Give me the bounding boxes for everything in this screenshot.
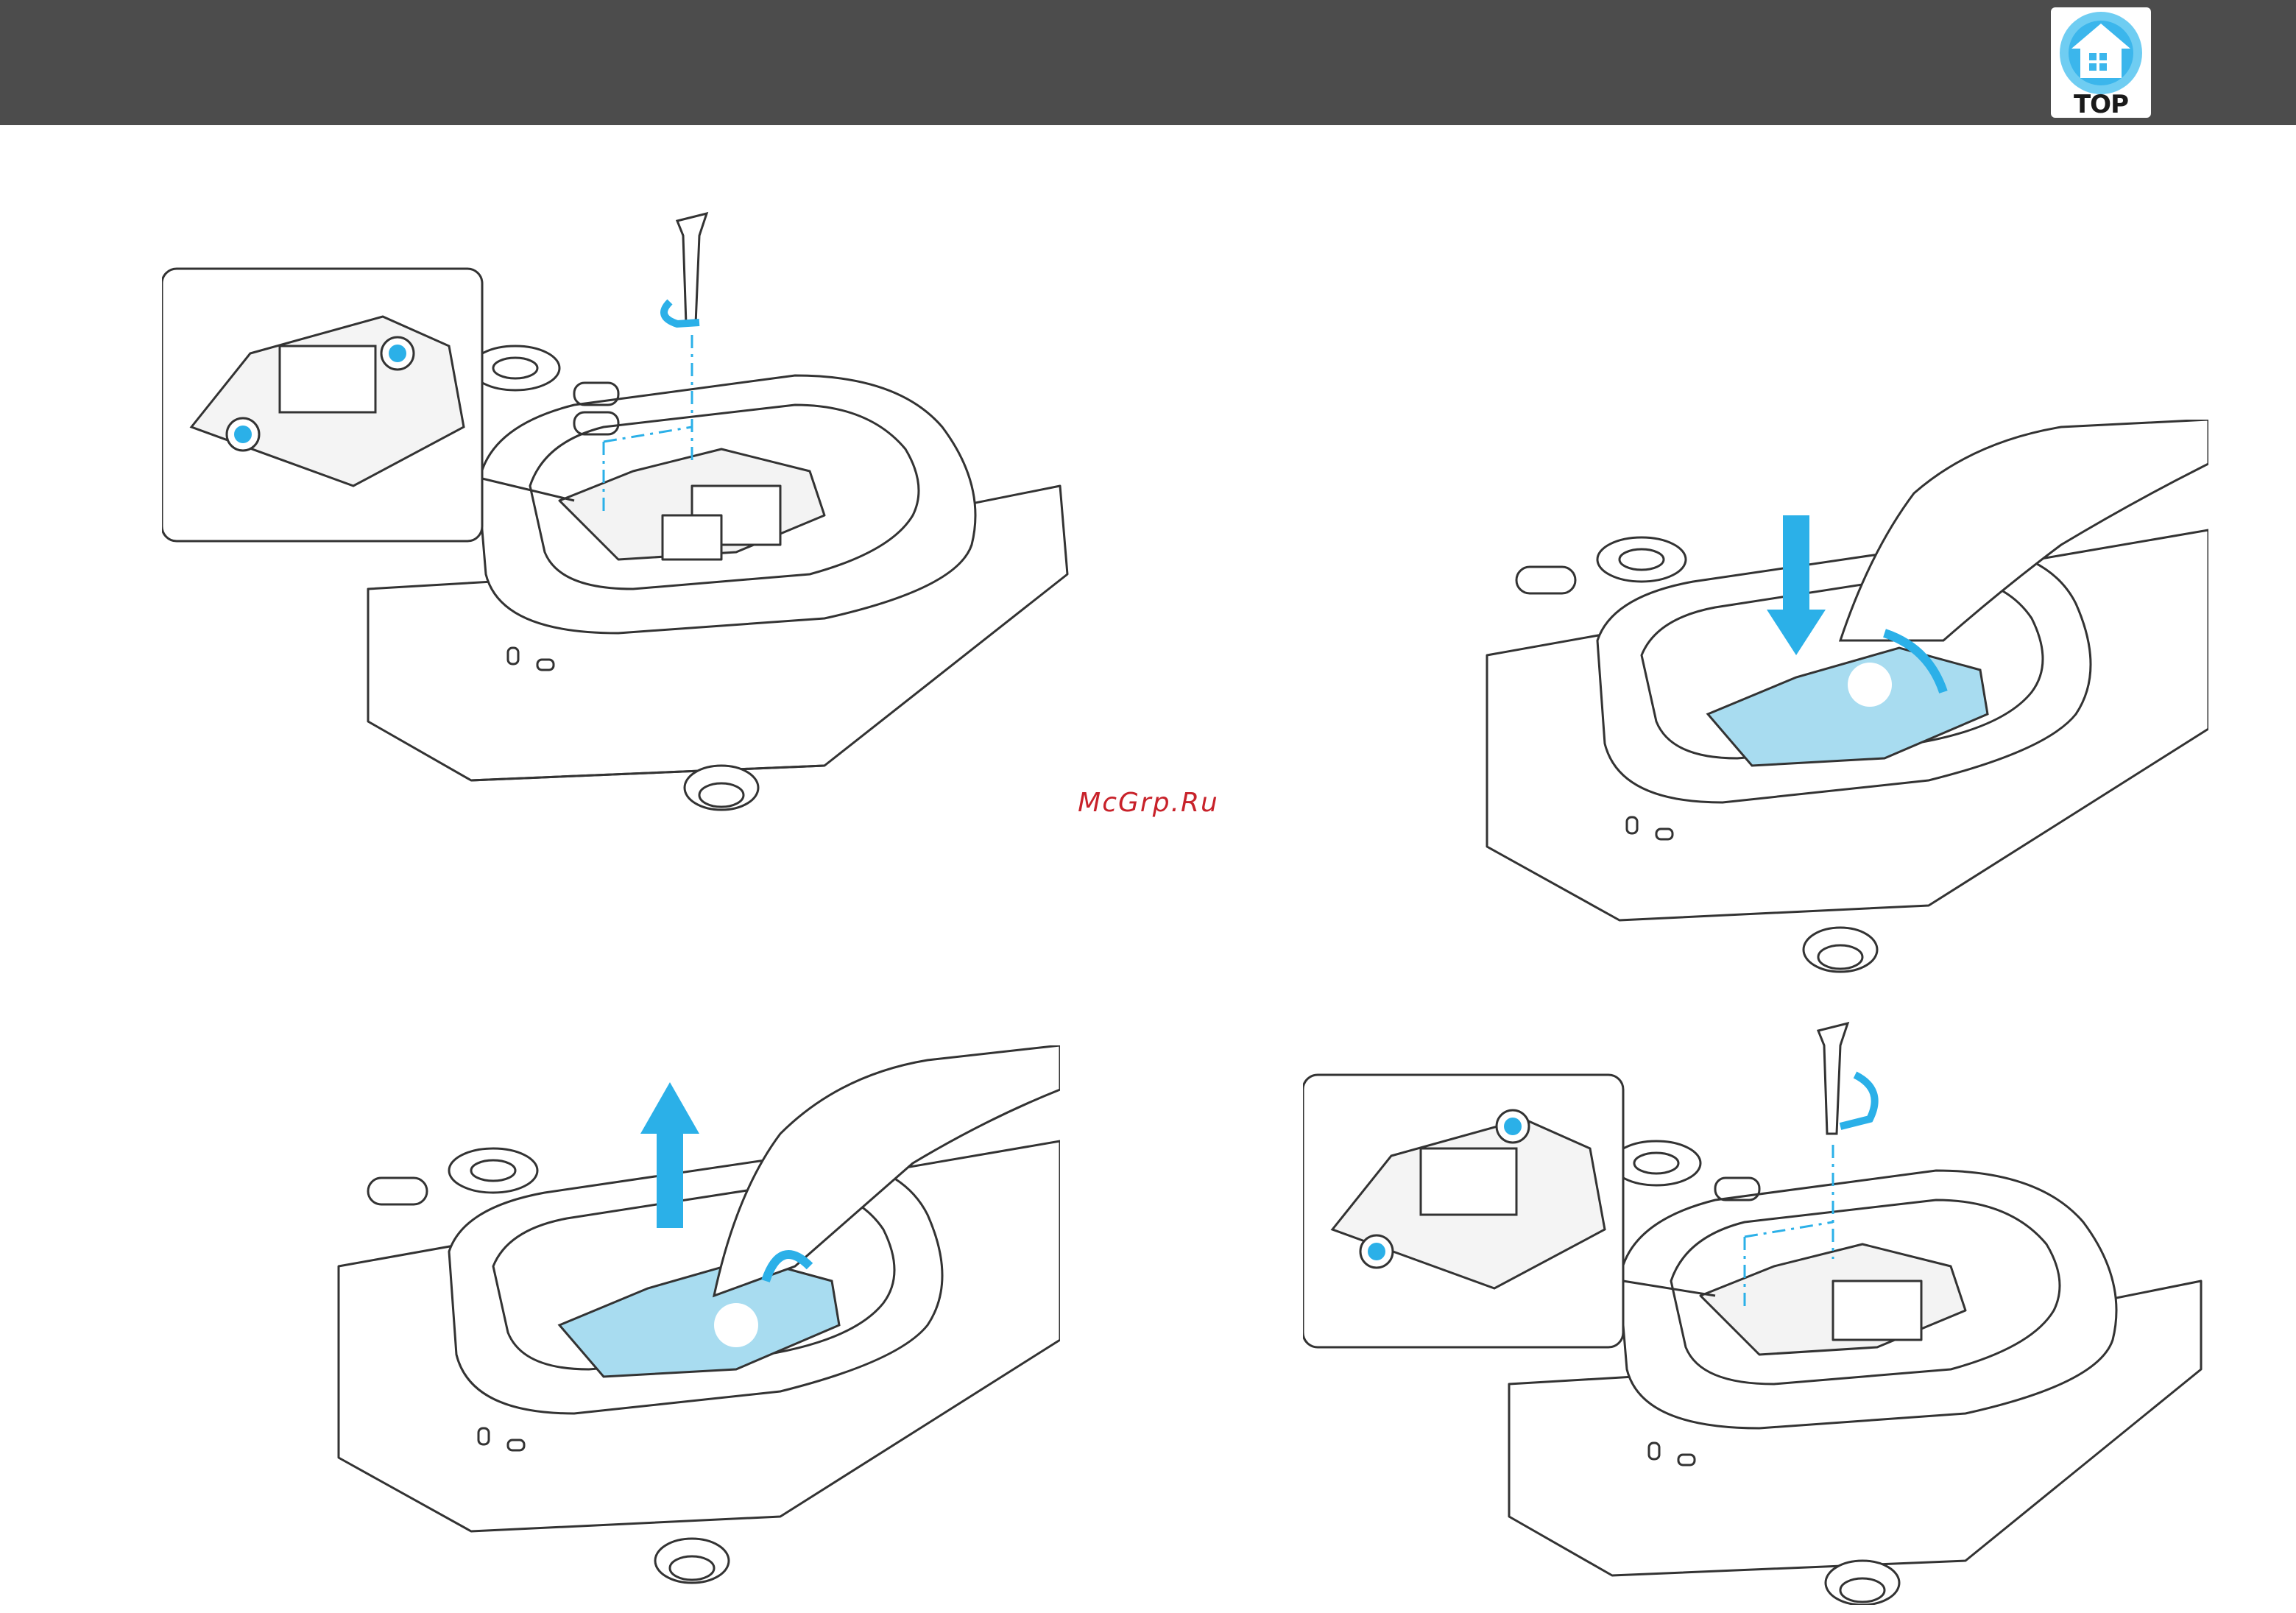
screwdriver-icon (1818, 1023, 1875, 1134)
figure-insert-new-lamp (1472, 420, 2208, 986)
figure-loosen-lamp-screws (162, 206, 1075, 825)
figure-tighten-lamp-screws (1303, 1016, 2216, 1605)
header-bar (0, 0, 2296, 125)
top-button[interactable]: TOP (2051, 7, 2151, 118)
top-button-label: TOP (2051, 90, 2151, 119)
figure-lift-lamp-out (324, 1045, 1060, 1590)
screwdriver-icon (664, 213, 707, 324)
